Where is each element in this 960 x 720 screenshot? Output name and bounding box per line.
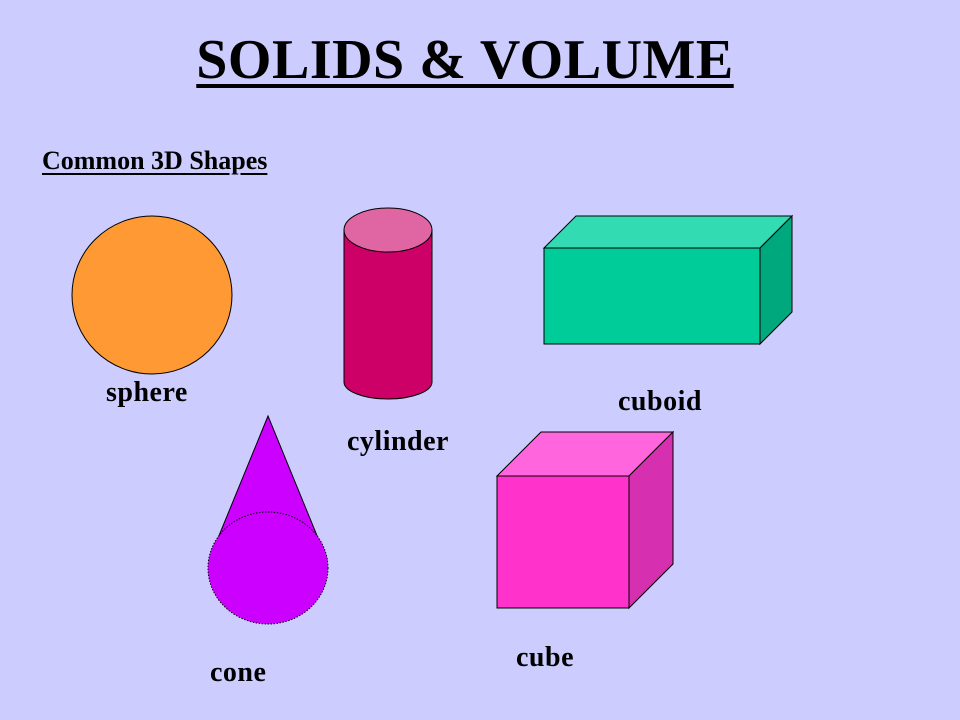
cylinder-shape [343, 207, 433, 400]
cylinder-label: cylinder [347, 426, 449, 457]
sphere-label: sphere [106, 377, 188, 408]
cuboid-shape [542, 214, 794, 346]
cube-shape [495, 430, 675, 610]
cone-shape [207, 414, 329, 625]
cuboid-label: cuboid [618, 386, 702, 417]
sphere-shape [71, 215, 233, 375]
cube-label: cube [516, 642, 574, 673]
slide-subtitle: Common 3D Shapes [42, 146, 268, 175]
slide-title: SOLIDS & VOLUME [196, 29, 734, 91]
cone-label: cone [210, 657, 267, 688]
